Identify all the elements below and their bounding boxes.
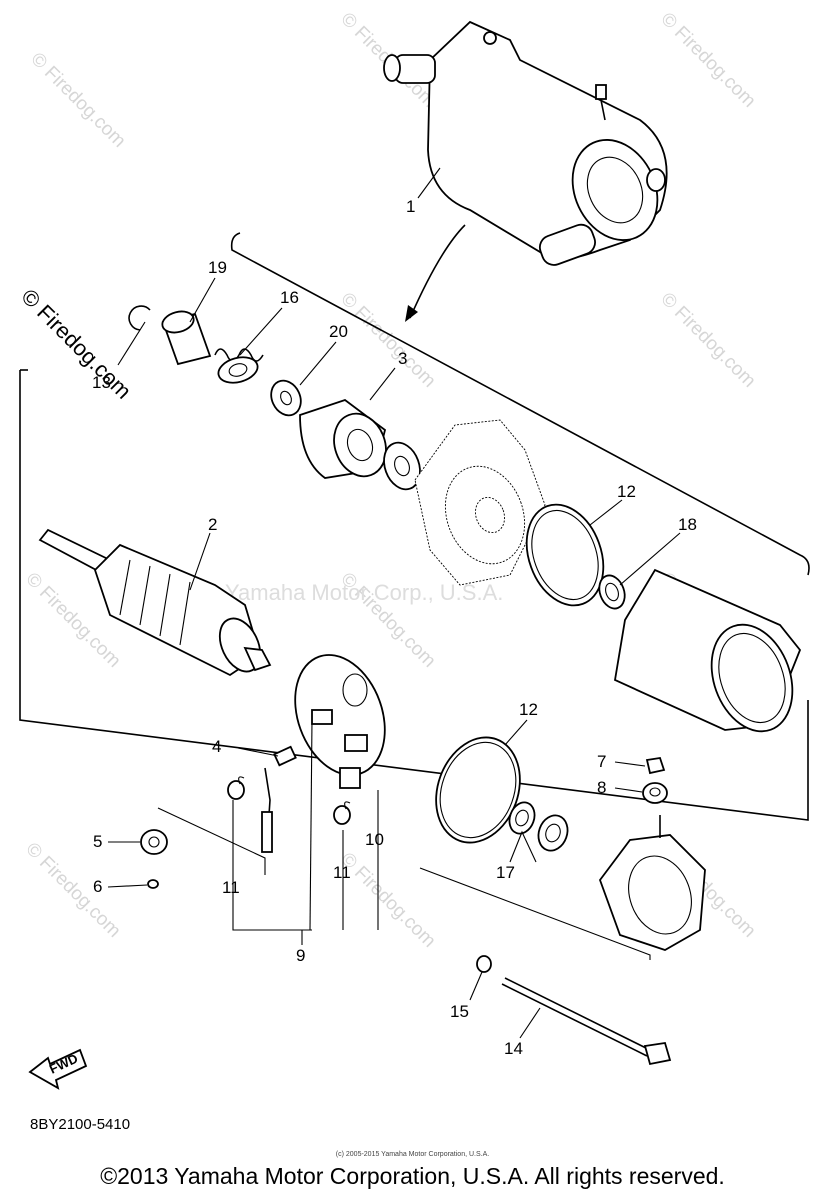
part-bolt-14	[501, 977, 672, 1066]
callout: 5	[93, 832, 102, 851]
group-brackets	[19, 224, 810, 960]
callout: 9	[296, 946, 305, 965]
callout: 11	[333, 863, 351, 882]
leader-lines	[107, 167, 681, 1039]
part-nut-7	[645, 756, 666, 775]
callout: 12	[617, 482, 636, 501]
part-washer-6	[147, 879, 159, 889]
part-nuts-11	[227, 776, 351, 825]
part-starter-motor	[383, 20, 668, 266]
callouts: 1 19 16 20 3 13 12 18 2 4 12 7 8 5 6 11 …	[92, 197, 697, 1058]
bracket-5-6	[157, 807, 266, 875]
part-brush-plate	[294, 654, 386, 789]
main-bracket	[19, 370, 809, 821]
arrowhead	[405, 305, 418, 322]
part-spring-16	[214, 348, 264, 384]
part-grommet-8	[642, 782, 668, 804]
part-o-ring-12-lower	[435, 736, 521, 844]
callout: 8	[597, 778, 606, 797]
part-rear-cover	[598, 815, 706, 951]
callout: 3	[398, 349, 407, 368]
part-washer	[383, 441, 421, 491]
part-brush-lead-4	[261, 745, 297, 853]
fwd-arrow: FWD	[28, 1048, 88, 1090]
bracket-14-15	[419, 867, 651, 960]
watermark: © Firedog.com	[656, 9, 759, 112]
part-washer-15	[476, 955, 492, 973]
part-armature	[38, 528, 272, 677]
part-circlip-13	[128, 305, 151, 331]
copyright-notice: ©2013 Yamaha Motor Corporation, U.S.A. A…	[100, 1163, 725, 1189]
part-code: 8BY2100-5410	[30, 1116, 131, 1133]
part-washers-17	[508, 801, 569, 852]
part-grommet-5	[140, 829, 168, 855]
callout: 15	[450, 1002, 469, 1021]
callout: 17	[496, 863, 515, 882]
callout: 13	[92, 373, 111, 392]
part-washer-18	[598, 574, 626, 610]
watermark: © Firedog.com	[336, 849, 439, 952]
callout: 18	[678, 515, 697, 534]
part-clutch-3	[299, 398, 387, 479]
brand-mark: © Firedog.com	[16, 284, 136, 404]
leader-arrow-1	[409, 224, 466, 319]
callout: 4	[212, 737, 221, 756]
part-o-ring-12-upper	[525, 503, 605, 607]
part-front-cover	[414, 419, 546, 586]
callout: 10	[365, 830, 384, 849]
callout: 16	[280, 288, 299, 307]
part-collar-19	[161, 310, 212, 366]
callout: 2	[208, 515, 217, 534]
upper-brace	[230, 232, 810, 576]
callout: 6	[93, 877, 102, 896]
callout: 19	[208, 258, 227, 277]
watermark: © Firedog.com	[656, 289, 759, 392]
callout: 20	[329, 322, 348, 341]
callout: 11	[222, 878, 240, 897]
part-washer-20	[270, 379, 302, 417]
center-watermark: Yamaha Motor Corp., U.S.A.	[225, 580, 503, 605]
callout: 12	[519, 700, 538, 719]
callout: 1	[406, 197, 415, 216]
part-yoke	[613, 568, 802, 733]
callout: 14	[504, 1039, 523, 1058]
watermark: © Firedog.com	[21, 839, 124, 942]
watermark: © Firedog.com	[26, 49, 129, 152]
callout: 7	[597, 752, 606, 771]
small-notice: (c) 2005-2015 Yamaha Motor Corporation, …	[335, 1151, 490, 1158]
